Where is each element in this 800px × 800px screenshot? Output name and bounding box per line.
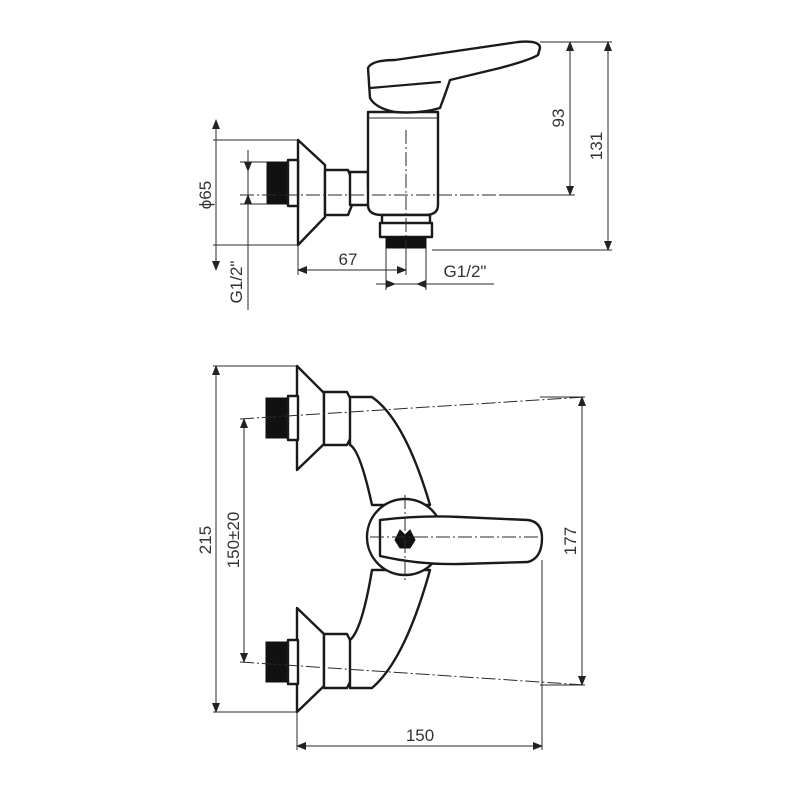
- label-front-150-20: 150±20: [224, 512, 243, 569]
- side-view: ϕ65 G1/2" 93 131 67 G1/2": [196, 40, 612, 310]
- front-mixer-body: [348, 395, 432, 507]
- label-side-131: 131: [587, 132, 606, 160]
- label-depth-67: 67: [339, 250, 358, 269]
- front-centerline-top: [239, 396, 586, 420]
- front-view: 215 150±20 177 150: [196, 364, 586, 750]
- front-top-nut: [322, 390, 354, 447]
- front-bottom-inlet-thread: [265, 641, 291, 683]
- front-mixer-body-lower: [348, 568, 432, 690]
- label-side-93: 93: [549, 109, 568, 128]
- side-nut: [323, 168, 354, 217]
- front-lever-handle: [378, 515, 544, 566]
- label-inlet-thread: G1/2": [227, 261, 246, 304]
- side-body: [366, 110, 440, 217]
- side-lever-handle: [366, 40, 542, 114]
- front-top-inlet-thread: [265, 397, 291, 439]
- front-bottom-flange: [295, 606, 326, 714]
- front-top-flange: [295, 364, 326, 472]
- front-bottom-nut: [322, 632, 354, 690]
- side-wall-flange: [296, 138, 327, 247]
- label-diameter: ϕ65: [196, 181, 215, 209]
- side-inlet-collar: [286, 158, 300, 208]
- label-front-150: 150: [406, 726, 434, 745]
- label-front-215: 215: [196, 526, 215, 554]
- front-centerline-bottom: [239, 661, 586, 686]
- side-lever-crease: [368, 80, 442, 90]
- label-front-177: 177: [561, 527, 580, 555]
- label-outlet-thread: G1/2": [444, 262, 487, 281]
